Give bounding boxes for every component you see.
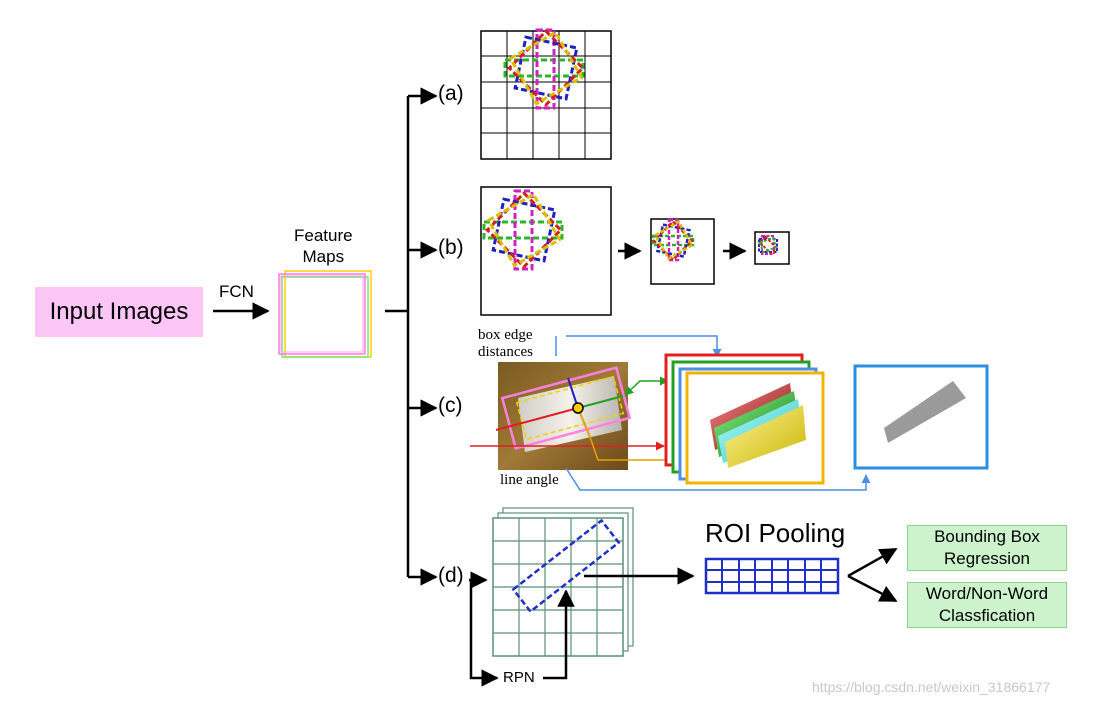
branch-c-label: (c): [438, 394, 463, 417]
rpn-label: RPN: [503, 669, 535, 686]
line-angle-label: line angle: [500, 472, 559, 488]
word-classification-box: Word/Non-Word Classfication: [907, 582, 1067, 628]
roi-pooling-grid: [704, 557, 840, 595]
branch-a-label: (a): [438, 82, 464, 105]
input-images-box: Input Images: [35, 287, 203, 337]
bounding-box-regression-box: Bounding Box Regression: [907, 525, 1067, 571]
bbox-regression-line-1: Bounding Box: [934, 527, 1040, 546]
branch-d-proposal: [469, 507, 898, 687]
feature-maps-label-line-2: Maps: [302, 247, 345, 266]
bbox-regression-line-2: Regression: [944, 549, 1030, 568]
branch-b-multiscale: [480, 186, 790, 316]
branch-connectors: [385, 87, 438, 586]
roi-pooling-label: ROI Pooling: [705, 518, 846, 548]
watermark-url: https://blog.csdn.net/weixin_31866177: [812, 679, 1051, 695]
branch-d-label: (d): [438, 564, 464, 587]
feature-maps-label-line-1: Feature: [294, 226, 353, 245]
branch-b-label: (b): [438, 236, 464, 259]
feature-maps-stack: [278, 270, 372, 358]
fcn-label: FCN: [219, 282, 254, 301]
branch-c-geometry: [470, 335, 989, 491]
box-edge-label-line-1: box edge: [478, 327, 533, 343]
branch-a-grid: [480, 28, 612, 160]
word-classification-line-1: Word/Non-Word: [925, 584, 1049, 603]
input-images-label: Input Images: [49, 298, 189, 325]
box-edge-label-line-2: distances: [478, 344, 533, 360]
word-classification-line-2: Classfication: [938, 606, 1036, 625]
box-edge-distances-label: box edge distances: [478, 327, 533, 361]
feature-maps-label: Feature Maps: [294, 225, 353, 267]
